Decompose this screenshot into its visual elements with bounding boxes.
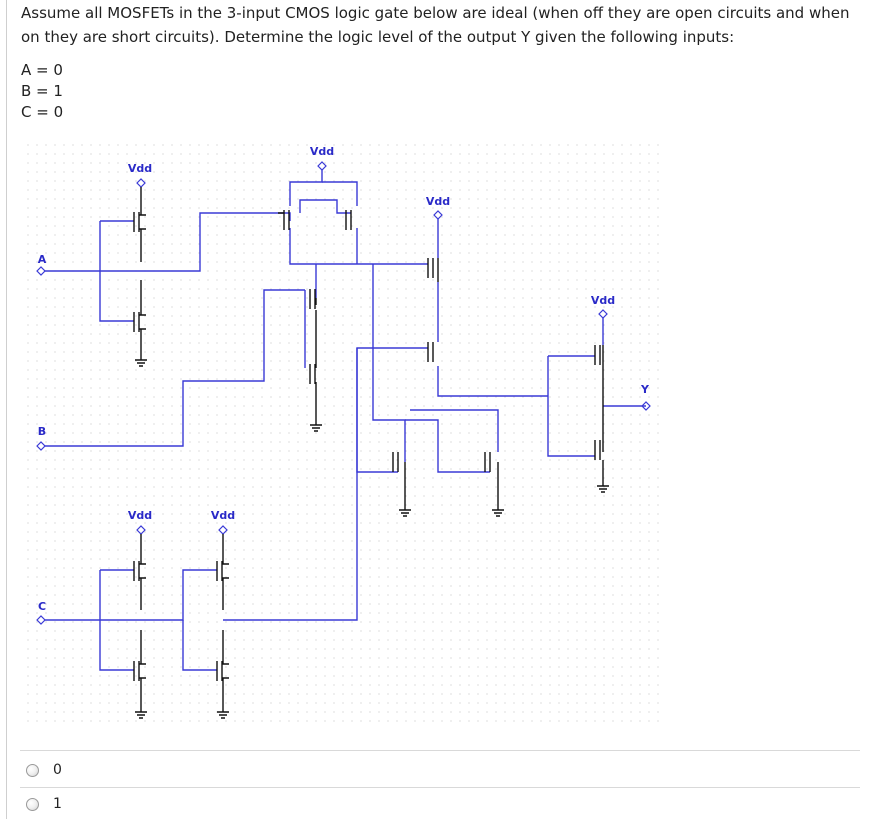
vdd-terminal	[218, 525, 228, 535]
cmos-circuit-diagram: Vdd Vdd Vdd Vdd Vdd Vdd A B C Y	[20, 138, 666, 728]
vdd-label: Vdd	[426, 195, 450, 208]
answer-option-label[interactable]: 1	[53, 796, 62, 812]
input-a-label: A	[38, 253, 47, 266]
ground-symbols	[135, 359, 609, 719]
input-b-label: B	[38, 425, 46, 438]
divider	[20, 787, 860, 788]
vdd-terminal	[136, 178, 146, 188]
input-c-label: C	[38, 600, 46, 613]
input-b-value: B = 1	[21, 82, 63, 100]
input-c-value: C = 0	[21, 103, 64, 121]
circuit-wires	[45, 170, 646, 671]
answer-option-0[interactable]: 0	[26, 762, 62, 778]
divider	[20, 750, 860, 751]
radio-button-icon[interactable]	[26, 763, 39, 777]
output-y-label: Y	[640, 383, 650, 396]
question-text: Assume all MOSFETs in the 3-input CMOS l…	[21, 4, 850, 46]
vdd-label: Vdd	[211, 509, 235, 522]
schematic-grid	[20, 138, 666, 728]
vdd-label: Vdd	[128, 162, 152, 175]
page-left-border	[6, 0, 7, 819]
vdd-terminal	[317, 161, 327, 171]
input-a-value: A = 0	[21, 61, 63, 79]
radio-button-icon[interactable]	[26, 797, 39, 811]
vdd-label: Vdd	[310, 145, 334, 158]
mosfet-devices	[133, 187, 604, 712]
vdd-label: Vdd	[128, 509, 152, 522]
answer-option-1[interactable]: 1	[26, 796, 62, 812]
answer-option-label[interactable]: 0	[53, 762, 62, 778]
vdd-terminal	[433, 210, 443, 220]
vdd-terminal	[598, 309, 608, 319]
vdd-terminal	[136, 525, 146, 535]
vdd-label: Vdd	[591, 294, 615, 307]
